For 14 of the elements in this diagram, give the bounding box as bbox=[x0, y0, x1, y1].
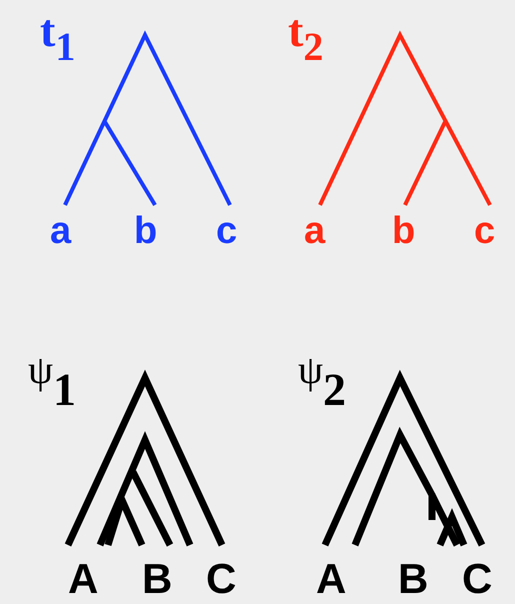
leaf-label: b bbox=[134, 212, 158, 250]
leaf-label: a bbox=[50, 212, 72, 250]
leaf-label: A bbox=[68, 558, 98, 600]
leaf-label: b bbox=[392, 212, 416, 250]
leaf-label: C bbox=[206, 558, 236, 600]
leaf-label: c bbox=[474, 212, 496, 250]
leaf-label: B bbox=[142, 558, 172, 600]
leaf-label: A bbox=[316, 558, 346, 600]
leaf-label: c bbox=[216, 212, 238, 250]
tree-name: t$_{1}$ bbox=[40, 8, 76, 67]
tree-name: t$_{2}$ bbox=[288, 8, 324, 67]
leaf-label: a bbox=[304, 212, 326, 250]
leaf-label: C bbox=[462, 558, 492, 600]
leaf-label: B bbox=[398, 558, 428, 600]
